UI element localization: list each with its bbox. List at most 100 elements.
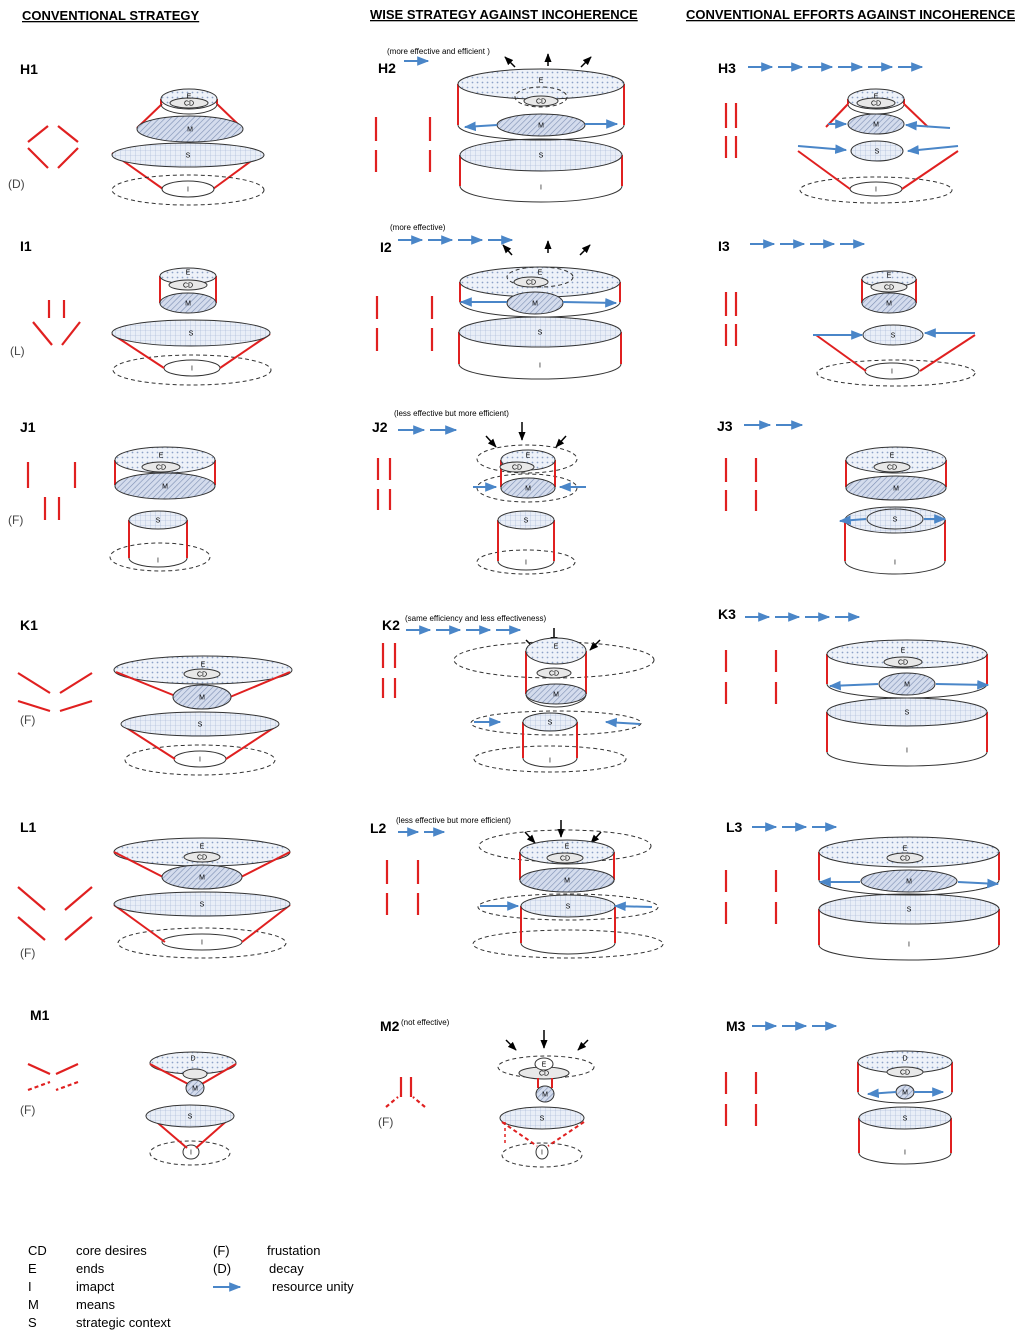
legend-abbr-m: M bbox=[28, 1297, 39, 1312]
marker-e: E bbox=[200, 844, 205, 851]
cylinder-top bbox=[519, 839, 615, 865]
marker-cd: CD bbox=[536, 99, 546, 106]
legend-abbr-cd: CD bbox=[28, 1243, 47, 1258]
legend-abbr-i: I bbox=[28, 1279, 32, 1294]
marker-i: I bbox=[539, 363, 541, 370]
red-link bbox=[149, 1063, 191, 1086]
impact-dashed-ring bbox=[109, 542, 211, 572]
strategic-context-cylinder bbox=[128, 510, 188, 568]
marker-e: E bbox=[538, 270, 543, 277]
black-arrow-icon bbox=[502, 244, 513, 256]
red-bar bbox=[27, 1080, 51, 1092]
black-arrow-icon bbox=[580, 56, 592, 68]
legend-text-m: means bbox=[76, 1297, 116, 1312]
panel-label-h3: H3 bbox=[718, 60, 736, 76]
marker-m: M bbox=[187, 127, 193, 134]
means-ellipse bbox=[172, 684, 232, 710]
marker-cd: CD bbox=[884, 285, 894, 292]
legend-abbr-s: S bbox=[28, 1315, 37, 1330]
panel-label-k1: K1 bbox=[20, 617, 38, 633]
marker-cd: CD bbox=[183, 283, 193, 290]
marker-e: E bbox=[903, 846, 908, 853]
strategic-context-ellipse bbox=[850, 140, 904, 162]
ends-ellipse bbox=[534, 1057, 554, 1071]
cylinder-top bbox=[459, 138, 623, 172]
red-bar bbox=[64, 916, 93, 941]
marker-m: M bbox=[873, 122, 879, 129]
marker-m: M bbox=[199, 695, 205, 702]
marker-cd: CD bbox=[539, 1071, 549, 1078]
red-bar bbox=[385, 1096, 399, 1108]
cylinder-body bbox=[160, 99, 218, 115]
means-ellipse bbox=[535, 1085, 555, 1103]
means-ellipse bbox=[878, 672, 936, 696]
panel-label-m3: M3 bbox=[726, 1018, 746, 1034]
strategic-context-ellipse bbox=[145, 1104, 235, 1128]
resource-arrow-icon bbox=[906, 145, 959, 155]
red-bar bbox=[57, 125, 79, 143]
resource-arrow-icon bbox=[613, 901, 653, 912]
core-desires-ellipse bbox=[856, 97, 896, 109]
legend-abbr-d: (D) bbox=[213, 1261, 231, 1276]
marker-e: E bbox=[201, 662, 206, 669]
panel-label-l3: L3 bbox=[726, 819, 743, 835]
resource-arrow-icon bbox=[828, 680, 879, 691]
red-link bbox=[501, 1121, 538, 1147]
panel-label-m1: M1 bbox=[30, 1007, 50, 1023]
legend-abbr-f: (F) bbox=[213, 1243, 230, 1258]
marker-i: I bbox=[894, 560, 896, 567]
marker-s: S bbox=[524, 518, 529, 525]
legend-text-d: decay bbox=[269, 1261, 304, 1276]
core-desires-ellipse bbox=[870, 281, 908, 293]
panel-label-m2: M2 bbox=[380, 1018, 400, 1034]
panel-label-j1: J1 bbox=[20, 419, 36, 435]
panel-k2: K2(same efficiency and less effectivenes… bbox=[381, 614, 655, 773]
red-link bbox=[121, 724, 176, 760]
strategic-context-cylinder bbox=[497, 510, 555, 571]
marker-m: M bbox=[893, 486, 899, 493]
marker-i: I bbox=[549, 758, 551, 765]
ends-dashed-ring bbox=[506, 266, 574, 288]
ends-dashed-ring bbox=[478, 829, 652, 863]
red-link bbox=[919, 334, 976, 372]
marker-s: S bbox=[156, 518, 161, 525]
marker-e: E bbox=[887, 273, 892, 280]
marker-i: I bbox=[541, 1150, 543, 1157]
resource-arrow-icon bbox=[957, 878, 1000, 889]
red-bar bbox=[64, 886, 93, 911]
cylinder-body bbox=[459, 282, 621, 318]
marker-s: S bbox=[198, 722, 203, 729]
means-ellipse bbox=[161, 864, 243, 890]
marker-s: S bbox=[189, 331, 194, 338]
panel-j3: J3IISMECD bbox=[717, 418, 947, 575]
cylinder-body bbox=[458, 332, 622, 380]
panel-label-i1: I1 bbox=[20, 238, 32, 254]
strategic-dashed-ring bbox=[470, 710, 642, 736]
strategic-context-cylinder bbox=[858, 1106, 952, 1165]
marker-m: M bbox=[904, 682, 910, 689]
red-link bbox=[547, 1121, 585, 1147]
red-link bbox=[903, 103, 929, 128]
cylinder-top bbox=[858, 1106, 952, 1130]
panel-paren-i1: (L) bbox=[10, 344, 25, 358]
legend-abbr-e: E bbox=[28, 1261, 37, 1276]
panel-label-j3: J3 bbox=[717, 418, 733, 434]
ends-cylinder bbox=[525, 637, 587, 708]
marker-m: M bbox=[553, 692, 559, 699]
marker-s: S bbox=[907, 907, 912, 914]
red-link bbox=[797, 150, 851, 190]
panel-label-k3: K3 bbox=[718, 606, 736, 622]
black-arrow-icon bbox=[589, 639, 601, 651]
panel-label-h1: H1 bbox=[20, 61, 38, 77]
black-arrow-icon bbox=[590, 831, 602, 844]
legend-text-e: ends bbox=[76, 1261, 105, 1276]
panel-paren-k1: (F) bbox=[20, 713, 35, 727]
marker-m: M bbox=[564, 878, 570, 885]
red-bar bbox=[32, 321, 53, 346]
